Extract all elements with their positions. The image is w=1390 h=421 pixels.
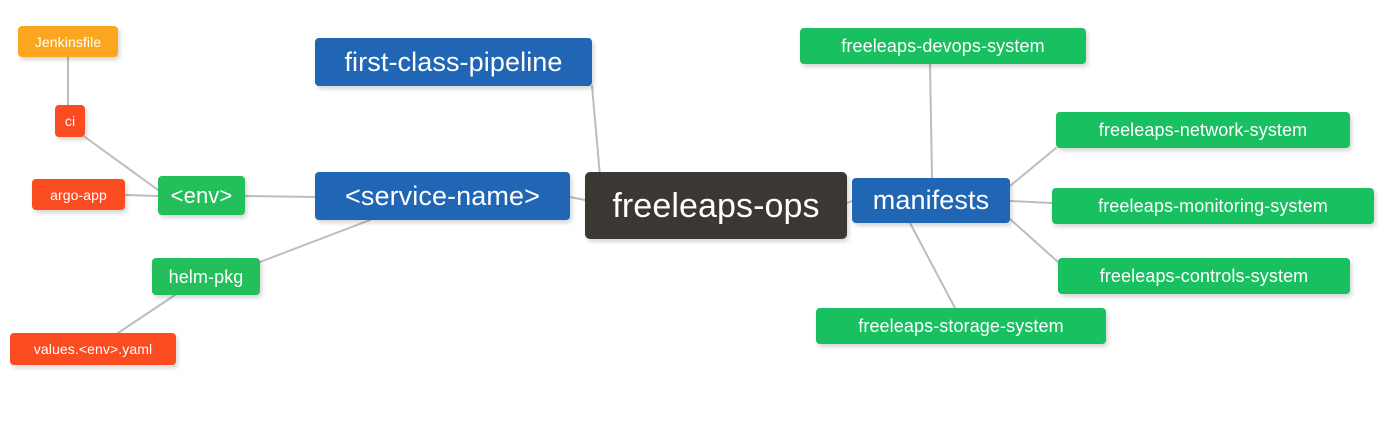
node-freeleaps-devops-system[interactable]: freeleaps-devops-system bbox=[800, 28, 1086, 64]
edge-service-name-to-helm-pkg bbox=[259, 219, 371, 263]
node-freeleaps-monitoring-system[interactable]: freeleaps-monitoring-system bbox=[1052, 188, 1374, 224]
node-freeleaps-controls-system[interactable]: freeleaps-controls-system bbox=[1058, 258, 1350, 294]
node-freeleaps-network-system[interactable]: freeleaps-network-system bbox=[1056, 112, 1350, 148]
edge-manifests-to-freeleaps-devops-system bbox=[929, 63, 933, 179]
node-freeleaps-ops[interactable]: freeleaps-ops bbox=[585, 172, 847, 239]
node-freeleaps-storage-system[interactable]: freeleaps-storage-system bbox=[816, 308, 1106, 344]
node-label: argo-app bbox=[50, 186, 107, 203]
node-label: freeleaps-network-system bbox=[1098, 120, 1308, 140]
node-argo-app[interactable]: argo-app bbox=[32, 179, 125, 210]
node-label: freeleaps-storage-system bbox=[858, 316, 1064, 336]
edge-manifests-to-freeleaps-controls-system bbox=[1009, 218, 1059, 263]
edge-manifests-to-freeleaps-monitoring-system bbox=[1009, 200, 1053, 204]
node-label: <env> bbox=[170, 182, 233, 208]
node-label: freeleaps-devops-system bbox=[841, 36, 1045, 56]
node-helm-pkg[interactable]: helm-pkg bbox=[152, 258, 260, 295]
node-label: freeleaps-monitoring-system bbox=[1098, 196, 1328, 216]
edge-manifests-to-freeleaps-storage-system bbox=[909, 222, 956, 309]
node-label: manifests bbox=[872, 185, 990, 215]
edge-manifests-to-freeleaps-network-system bbox=[1009, 147, 1057, 187]
node-label: values.<env>.yaml bbox=[33, 341, 153, 357]
node-values-env-yaml[interactable]: values.<env>.yaml bbox=[10, 333, 176, 365]
node-label: <service-name> bbox=[345, 180, 540, 211]
edge-freeleaps-ops-to-service-name bbox=[569, 196, 586, 201]
node-label: freeleaps-controls-system bbox=[1099, 266, 1309, 286]
edge-service-name-to-env bbox=[244, 195, 316, 198]
node-manifests[interactable]: manifests bbox=[852, 178, 1010, 223]
node-label: freeleaps-ops bbox=[612, 186, 820, 225]
node-env[interactable]: <env> bbox=[158, 176, 245, 215]
node-label: ci bbox=[64, 113, 76, 129]
node-first-class-pipeline[interactable]: first-class-pipeline bbox=[315, 38, 592, 86]
node-jenkinsfile[interactable]: Jenkinsfile bbox=[18, 26, 118, 57]
node-ci[interactable]: ci bbox=[55, 105, 85, 137]
node-service-name[interactable]: <service-name> bbox=[315, 172, 570, 220]
edge-helm-pkg-to-values-env-yaml bbox=[117, 294, 176, 334]
edge-env-to-argo-app bbox=[124, 194, 159, 197]
node-label: helm-pkg bbox=[168, 266, 244, 287]
node-label: Jenkinsfile bbox=[34, 33, 102, 50]
edge-freeleaps-ops-to-first-class-pipeline bbox=[591, 85, 601, 177]
node-label: first-class-pipeline bbox=[344, 46, 563, 77]
